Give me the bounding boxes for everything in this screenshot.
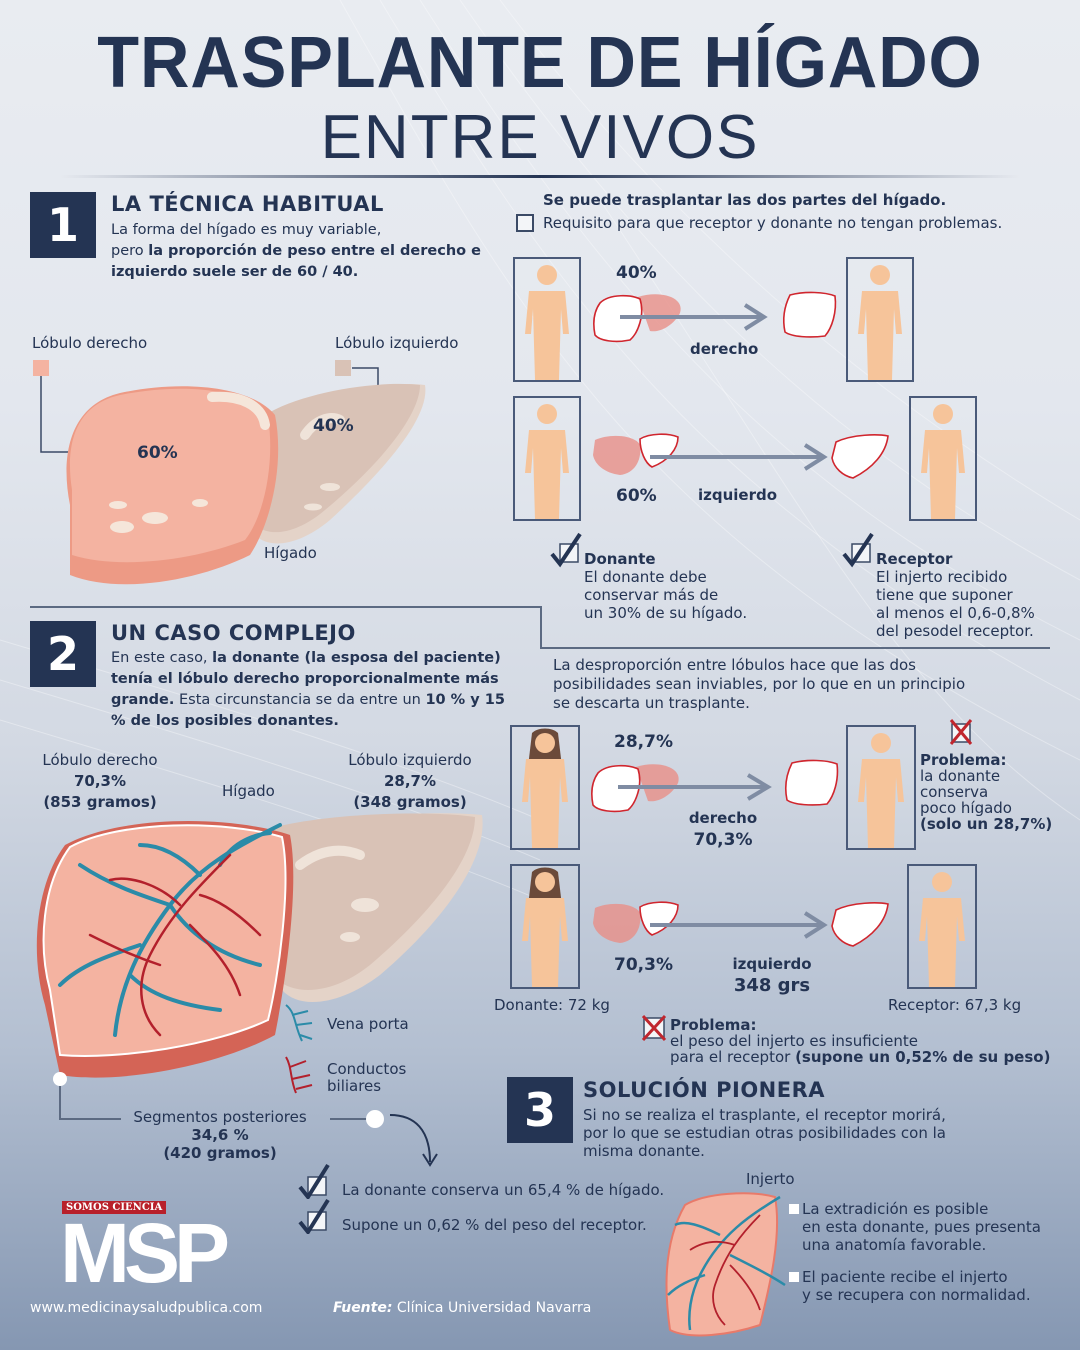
checkmark-icon xyxy=(550,532,582,568)
bile-duct-icon xyxy=(285,1056,313,1094)
section-description: La forma del hígado es muy variable, per… xyxy=(111,222,481,280)
right-lobe-label: Lóbulo derecho xyxy=(32,334,148,352)
portal-vein-icon xyxy=(285,1004,313,1042)
donor-figure xyxy=(513,257,581,382)
graft-liver-illustration xyxy=(665,1192,786,1337)
person-icon xyxy=(919,872,965,987)
donor-weight: Donante: 72 kg xyxy=(494,996,610,1014)
requirement-legend-box xyxy=(516,214,534,232)
person-icon xyxy=(921,404,965,519)
lobe-transfer-arrow xyxy=(593,433,828,475)
liver-vessels-illustration xyxy=(36,813,483,1078)
section-number-badge: 2 xyxy=(30,621,96,687)
problem-1: Problema: la donante conserva poco hígad… xyxy=(920,751,1053,833)
left-lobe-info: Lóbulo izquierdo 28,7% (348 gramos) xyxy=(348,751,472,811)
recipient-requirement: Receptor El injerto recibido tiene que s… xyxy=(876,550,1035,640)
pointer-line xyxy=(59,1118,121,1120)
person-female-icon xyxy=(522,728,568,848)
check-item: Supone un 0,62 % del peso del receptor. xyxy=(342,1216,647,1234)
solution-bullet: La extradición es posible en esta donant… xyxy=(802,1200,1041,1254)
pointer-line xyxy=(59,1086,61,1118)
section-description: En este caso, la donante (la esposa del … xyxy=(111,650,505,729)
section-title: SOLUCIÓN PIONERA xyxy=(583,1078,826,1102)
left-lobe-percent: 40% xyxy=(313,416,354,436)
bullet-icon xyxy=(789,1204,799,1214)
recipient-figure xyxy=(909,396,977,521)
case-row1-lobe: derecho 70,3% xyxy=(688,809,758,850)
lobe-transfer-arrow xyxy=(593,901,828,943)
right-lobe-percent: 60% xyxy=(137,443,178,463)
graft-icon xyxy=(785,759,839,806)
case-intro: La desproporción entre lóbulos hace que … xyxy=(553,656,966,712)
person-icon xyxy=(858,265,902,380)
lobe-transfer-arrow xyxy=(591,764,772,813)
bullet-icon xyxy=(789,1272,799,1282)
donor-figure xyxy=(510,864,580,989)
section-description: Si no se realiza el trasplante, el recep… xyxy=(583,1106,946,1160)
checkmark-icon xyxy=(298,1198,330,1234)
graft-icon xyxy=(831,902,889,947)
pointer-line xyxy=(330,1118,370,1120)
section-number-badge: 3 xyxy=(507,1077,573,1143)
posterior-marker xyxy=(366,1110,384,1128)
recipient-figure xyxy=(846,257,914,382)
portal-vein-label: Vena porta xyxy=(327,1015,409,1033)
section-divider xyxy=(30,606,540,608)
posterior-marker xyxy=(53,1072,67,1086)
recipient-weight: Receptor: 67,3 kg xyxy=(888,996,1022,1014)
brand-tag: SOMOS CIENCIA xyxy=(62,1201,167,1214)
row1-percent: 40% xyxy=(616,263,657,283)
section-divider xyxy=(540,606,542,648)
page-title: TRASPLANTE DE HÍGADO xyxy=(97,23,983,103)
person-icon xyxy=(858,733,904,848)
person-icon xyxy=(525,404,569,519)
graft-icon xyxy=(831,434,889,479)
brand-logo: MSP xyxy=(60,1206,230,1300)
liver-caption: Hígado xyxy=(222,782,275,800)
donor-figure xyxy=(510,725,580,850)
options-heading: Se puede trasplantar las dos partes del … xyxy=(543,191,947,209)
section-divider xyxy=(540,647,1050,649)
case-row2-lobe: izquierdo 348 grs xyxy=(732,955,812,996)
recipient-figure xyxy=(846,725,916,850)
title-underline xyxy=(60,175,1020,178)
options-legend: Requisito para que receptor y donante no… xyxy=(543,214,1003,232)
section-title: LA TÉCNICA HABITUAL xyxy=(111,192,384,216)
case-row2-percent: 70,3% xyxy=(614,955,673,975)
liver-illustration xyxy=(33,360,426,585)
row2-lobe: izquierdo xyxy=(698,486,778,504)
checkmark-icon xyxy=(298,1163,330,1199)
section-title: UN CASO COMPLEJO xyxy=(111,621,356,645)
donor-figure xyxy=(513,396,581,521)
curved-arrow-icon xyxy=(389,1114,438,1167)
posterior-segments-info: Segmentos posteriores 34,6 % (420 gramos… xyxy=(133,1108,307,1162)
right-lobe-info: Lóbulo derecho 70,3% (853 gramos) xyxy=(42,751,158,811)
source-credit: Fuente: Clínica Universidad Navarra xyxy=(333,1300,592,1316)
liver-caption: Hígado xyxy=(264,544,317,562)
cross-icon xyxy=(949,719,973,745)
solution-bullet: El paciente recibe el injerto y se recup… xyxy=(802,1268,1031,1304)
graft-label: Injerto xyxy=(746,1170,795,1188)
lobe-transfer-arrow xyxy=(593,294,768,343)
check-item: La donante conserva un 65,4 % de hígado. xyxy=(342,1181,665,1199)
donor-requirement: Donante El donante debe conservar más de… xyxy=(584,550,748,622)
website-link[interactable]: www.medicinaysaludpublica.com xyxy=(30,1300,263,1316)
section-number-badge: 1 xyxy=(30,192,96,258)
bile-duct-label: Conductos biliares xyxy=(327,1060,407,1095)
left-lobe-label: Lóbulo izquierdo xyxy=(335,334,459,352)
person-female-icon xyxy=(522,867,568,987)
row2-percent: 60% xyxy=(616,486,657,506)
recipient-figure xyxy=(907,864,977,989)
cross-icon xyxy=(641,1014,667,1042)
person-icon xyxy=(525,265,569,380)
checkmark-icon xyxy=(842,532,874,568)
graft-icon xyxy=(783,291,837,338)
problem-2: Problema: el peso del injerto es insufic… xyxy=(670,1016,1051,1066)
case-row1-percent: 28,7% xyxy=(614,732,673,752)
row1-lobe: derecho xyxy=(690,340,759,358)
page-subtitle: ENTRE VIVOS xyxy=(320,103,760,172)
